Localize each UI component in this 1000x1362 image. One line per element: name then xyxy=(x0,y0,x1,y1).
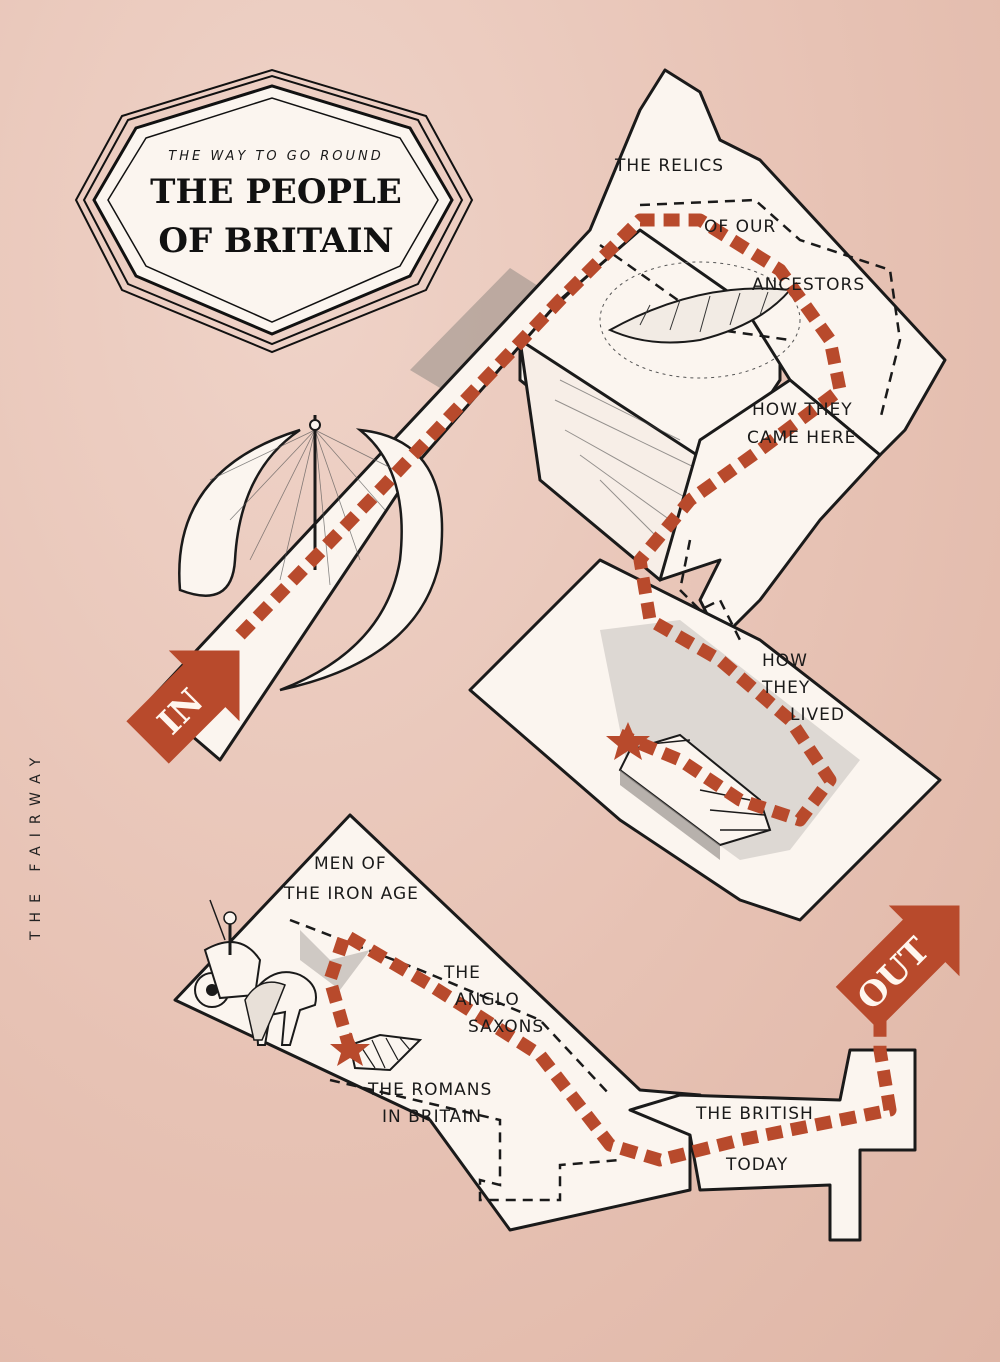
label-anglo-2: ANGLO xyxy=(455,990,520,1010)
star-icon xyxy=(606,722,650,760)
label-lived-3: LIVED xyxy=(790,705,845,725)
label-anglo-3: SAXONS xyxy=(468,1017,544,1037)
title-line-1: THE PEOPLE xyxy=(150,172,402,212)
label-lived-1: HOW xyxy=(762,651,808,671)
lower-hall xyxy=(173,813,917,1242)
staircase-icon xyxy=(618,733,772,860)
label-of-our: OF OUR xyxy=(704,217,776,237)
label-romans-1: THE ROMANS xyxy=(367,1080,492,1100)
title-line-2: OF BRITAIN xyxy=(158,221,393,261)
label-british-2: TODAY xyxy=(725,1155,788,1175)
title-kicker: THE WAY TO GO ROUND xyxy=(168,149,384,164)
side-text: THE FAIRWAY xyxy=(28,749,44,941)
sundial-icon xyxy=(178,415,444,692)
label-iron-2: THE IRON AGE xyxy=(283,884,419,904)
label-relics: THE RELICS xyxy=(614,156,724,176)
label-anglo-1: THE xyxy=(443,963,481,983)
boat-icon xyxy=(599,261,801,379)
label-ancestors: ANCESTORS xyxy=(752,275,865,295)
label-how-they: HOW THEY xyxy=(752,400,853,420)
title-cartouche: THE WAY TO GO ROUND THE PEOPLE OF BRITAI… xyxy=(74,68,474,354)
star-icon xyxy=(330,1032,370,1066)
label-romans-2: IN BRITAIN xyxy=(382,1107,482,1127)
label-british-1: THE BRITISH xyxy=(695,1104,814,1124)
label-came-here: CAME HERE xyxy=(747,428,856,448)
arrow-out-icon: OUT xyxy=(835,905,960,1030)
chariot-icon xyxy=(194,899,317,1046)
label-lived-2: THEY xyxy=(761,678,810,698)
label-iron-1: MEN OF xyxy=(314,854,387,874)
route-path xyxy=(235,213,897,1167)
